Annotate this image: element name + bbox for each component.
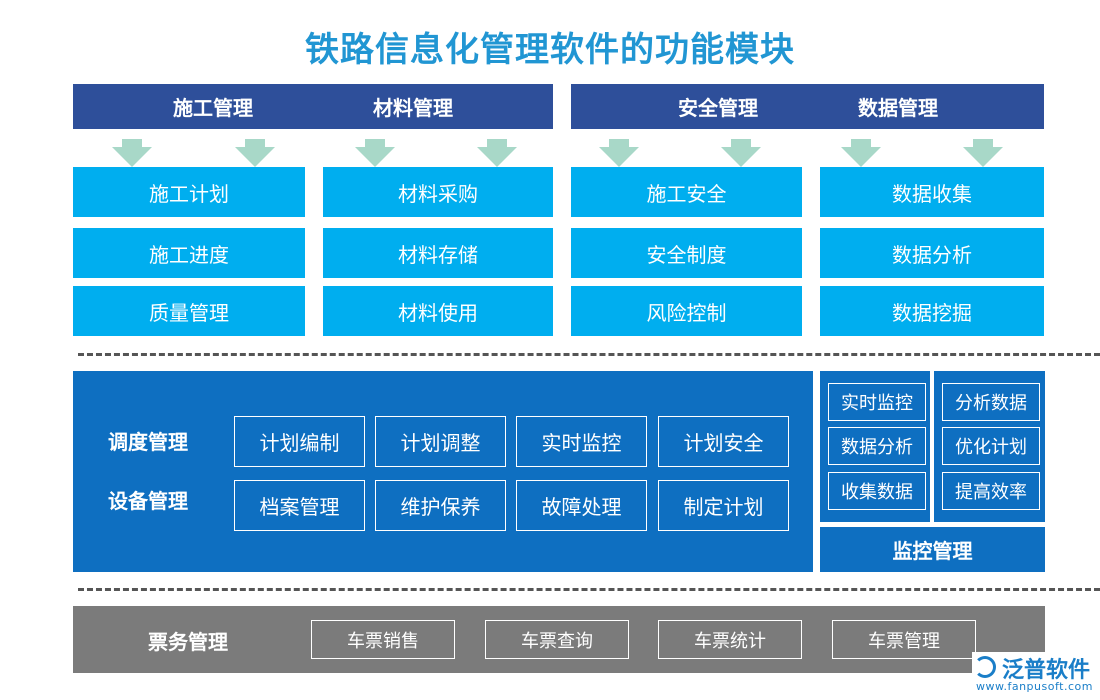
monitor-item: 分析数据 (942, 383, 1040, 421)
module-box: 施工安全 (571, 167, 802, 217)
module-box: 风险控制 (571, 286, 802, 336)
dispatch-item: 实时监控 (516, 416, 647, 467)
monitor-panel-right (934, 371, 1045, 522)
equipment-item: 制定计划 (658, 480, 789, 531)
module-box: 质量管理 (73, 286, 305, 336)
dispatch-equipment-panel (73, 371, 813, 572)
dispatch-item: 计划调整 (375, 416, 506, 467)
module-box: 施工计划 (73, 167, 305, 217)
arrow-down-icon (355, 139, 395, 167)
module-box: 材料采购 (323, 167, 553, 217)
monitor-item: 数据分析 (828, 427, 926, 465)
module-box: 数据挖掘 (820, 286, 1044, 336)
module-box: 数据分析 (820, 228, 1044, 278)
module-box: 施工进度 (73, 228, 305, 278)
dashed-divider (78, 353, 1100, 356)
equipment-item: 故障处理 (516, 480, 647, 531)
module-box: 材料使用 (323, 286, 553, 336)
equipment-mgmt-label: 设备管理 (108, 489, 188, 513)
dispatch-item: 计划编制 (234, 416, 365, 467)
logo-url: www.fanpusoft.com (976, 680, 1093, 693)
module-box: 安全制度 (571, 228, 802, 278)
header-bar-right: 安全管理 数据管理 (571, 84, 1044, 129)
arrow-down-icon (112, 139, 152, 167)
header-construction-mgmt: 施工管理 (173, 96, 253, 120)
monitor-item: 优化计划 (942, 427, 1040, 465)
module-box: 材料存储 (323, 228, 553, 278)
header-bar-left: 施工管理 材料管理 (73, 84, 553, 129)
ticket-item: 车票管理 (832, 620, 976, 659)
arrow-down-icon (235, 139, 275, 167)
monitor-panel-left (820, 371, 930, 522)
logo-swirl-icon (974, 656, 996, 678)
equipment-item: 维护保养 (375, 480, 506, 531)
ticket-item: 车票统计 (658, 620, 802, 659)
monitor-item: 实时监控 (828, 383, 926, 421)
arrow-down-icon (721, 139, 761, 167)
header-material-mgmt: 材料管理 (373, 96, 453, 120)
arrow-down-icon (599, 139, 639, 167)
ticket-item: 车票查询 (485, 620, 629, 659)
dashed-divider (78, 588, 1100, 591)
logo-name: 泛普软件 (1002, 658, 1091, 683)
monitor-mgmt-label: 监控管理 (820, 527, 1045, 572)
monitor-item: 提高效率 (942, 472, 1040, 510)
header-safety-mgmt: 安全管理 (678, 96, 758, 120)
dispatch-mgmt-label: 调度管理 (108, 430, 188, 454)
ticket-item: 车票销售 (311, 620, 455, 659)
monitor-item: 收集数据 (828, 472, 926, 510)
arrow-down-icon (477, 139, 517, 167)
dispatch-item: 计划安全 (658, 416, 789, 467)
ticket-mgmt-panel (73, 606, 1045, 673)
ticket-mgmt-label: 票务管理 (148, 630, 228, 654)
module-box: 数据收集 (820, 167, 1044, 217)
page-title: 铁路信息化管理软件的功能模块 (305, 30, 795, 70)
arrow-down-icon (841, 139, 881, 167)
equipment-item: 档案管理 (234, 480, 365, 531)
header-data-mgmt: 数据管理 (858, 96, 938, 120)
brand-logo: 泛普软件 www.fanpusoft.com (972, 652, 1096, 696)
arrow-down-icon (963, 139, 1003, 167)
